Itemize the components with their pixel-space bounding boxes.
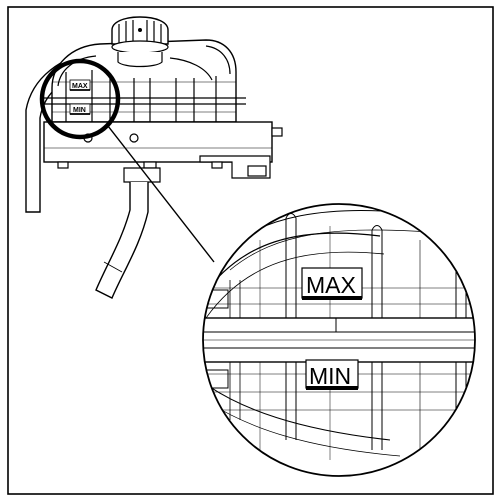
small-level-marks: MAX MIN — [69, 79, 91, 115]
min-label: MIN — [309, 363, 351, 389]
magnified-detail: MAX MIN — [202, 203, 476, 477]
min-label-small: MIN — [73, 107, 86, 114]
max-level-bar — [302, 296, 362, 300]
min-label-box — [305, 359, 359, 389]
min-level-bar — [306, 386, 358, 390]
max-label-box — [301, 267, 363, 299]
mounting-bracket — [43, 121, 273, 163]
leader-line — [107, 125, 215, 263]
max-label-small: MAX — [72, 83, 88, 90]
lower-hose — [95, 182, 149, 299]
magnifier-outline — [202, 203, 476, 477]
detail-highlight-circle — [39, 58, 121, 140]
max-label: MAX — [306, 272, 356, 298]
